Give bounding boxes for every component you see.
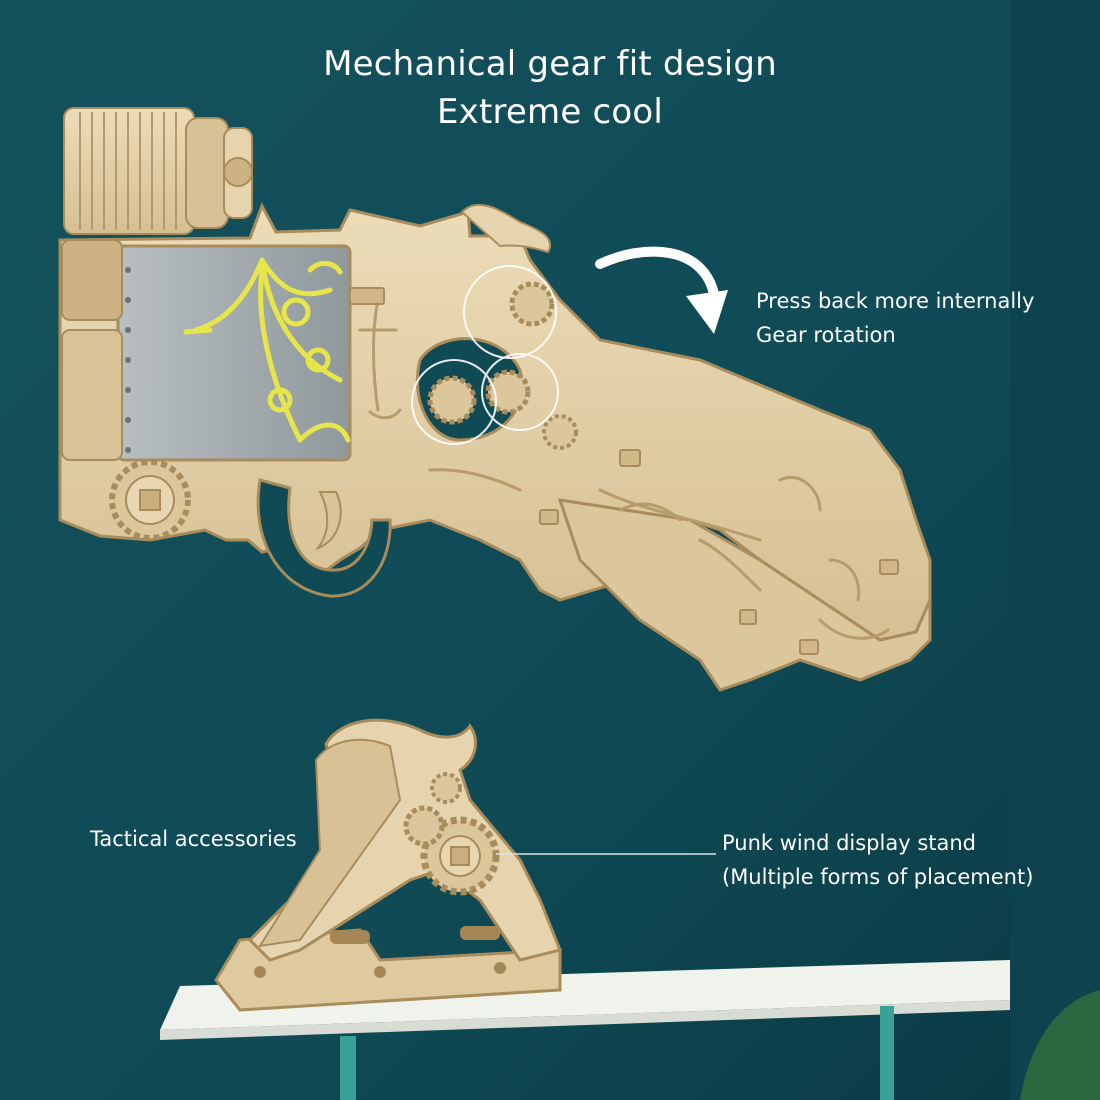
curved-arrow-icon bbox=[595, 246, 728, 334]
stand-callout-line-1: Punk wind display stand bbox=[722, 831, 976, 855]
plant-leaf bbox=[1020, 990, 1100, 1100]
stand-cutouts bbox=[254, 926, 506, 978]
hammer bbox=[460, 203, 551, 254]
side-gear-icon bbox=[109, 459, 191, 541]
gear-callout-line-1: Press back more internally bbox=[756, 289, 1035, 313]
grip bbox=[557, 498, 932, 692]
wooden-revolver bbox=[58, 107, 932, 692]
display-table bbox=[160, 960, 1010, 1100]
trigger-guard bbox=[256, 478, 392, 598]
headline: Mechanical gear fit design Extreme cool bbox=[0, 40, 1100, 136]
trigger bbox=[315, 491, 342, 551]
barrel-stack bbox=[61, 239, 123, 461]
engraving bbox=[358, 298, 890, 640]
gear-rotation-callout: Press back more internally Gear rotation bbox=[756, 284, 1034, 352]
gear-icon bbox=[403, 772, 500, 896]
tactical-accessories-label: Tactical accessories bbox=[90, 827, 297, 851]
display-stand-callout: Punk wind display stand (Multiple forms … bbox=[722, 826, 1033, 894]
cylinder-rivets bbox=[125, 267, 131, 453]
top-spool bbox=[63, 107, 253, 235]
frame-pins bbox=[349, 287, 899, 655]
headline-line-2: Extreme cool bbox=[436, 92, 664, 132]
filigree-ornament bbox=[183, 257, 351, 443]
gear-callout-line-2: Gear rotation bbox=[756, 323, 896, 347]
stand-callout-line-2: (Multiple forms of placement) bbox=[722, 865, 1034, 889]
circle-highlight-icon bbox=[411, 265, 559, 445]
display-stand bbox=[214, 718, 563, 1012]
wall-panel-right bbox=[1010, 0, 1100, 1100]
headline-line-1: Mechanical gear fit design bbox=[323, 44, 777, 84]
